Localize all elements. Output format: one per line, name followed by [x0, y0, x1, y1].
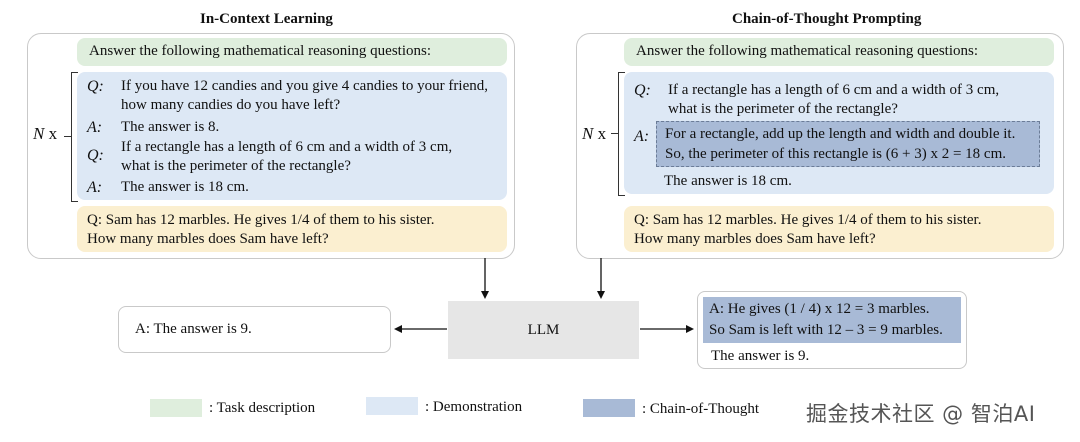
cot-output-chain: A: He gives (1 / 4) x 12 = 3 marbles. So… — [703, 297, 961, 343]
q-label: Q: — [634, 82, 651, 99]
icl-repeat-label: N x — [33, 124, 57, 144]
legend-task-swatch — [150, 399, 202, 417]
icl-demo-a1-text: The answer is 8. — [121, 119, 220, 135]
cot-brace — [618, 72, 625, 196]
llm-label: LLM — [527, 321, 560, 338]
legend-task-label: : Task description — [209, 400, 316, 416]
q-label: Q: — [87, 147, 104, 164]
cot-output-chain-line2: So Sam is left with 12 – 3 = 9 marbles. — [709, 322, 943, 338]
icl-demo-a2: A: The answer is 18 cm. — [77, 178, 507, 197]
cot-demo-chain-of-thought: For a rectangle, add up the length and w… — [656, 121, 1040, 167]
icl-task-description: Answer the following mathematical reason… — [77, 38, 507, 66]
legend-cot-label: : Chain-of-Thought — [642, 401, 760, 417]
n-symbol: N — [582, 124, 594, 143]
cot-title: Chain-of-Thought Prompting — [732, 11, 922, 27]
icl-output-box: A: The answer is 9. — [118, 306, 391, 353]
cot-chain-line1: For a rectangle, add up the length and w… — [665, 126, 1016, 142]
cot-output-final: The answer is 9. — [711, 348, 810, 364]
a-label: A: — [634, 128, 650, 145]
icl-demo-q1-line1: If you have 12 candies and you give 4 ca… — [121, 78, 488, 94]
icl-demonstration-box: Q: If you have 12 candies and you give 4… — [77, 72, 507, 200]
cot-demo-q-line2: what is the perimeter of the rectangle? — [668, 101, 898, 117]
icl-demo-q1-line2: how many candies do you have left? — [121, 97, 341, 113]
icl-title: In-Context Learning — [200, 11, 333, 27]
llm-block: LLM — [448, 301, 639, 359]
cot-repeat-label: N x — [582, 124, 606, 144]
cot-output-chain-line1: A: He gives (1 / 4) x 12 = 3 marbles. — [709, 301, 930, 317]
cot-demonstration-box: Q: If a rectangle has a length of 6 cm a… — [624, 72, 1054, 194]
q-label: Q: — [87, 78, 104, 95]
cot-query-line1: Q: Sam has 12 marbles. He gives 1/4 of t… — [634, 212, 982, 228]
legend-demo-swatch — [366, 397, 418, 415]
icl-brace — [71, 72, 78, 202]
legend-cot-swatch — [583, 399, 635, 417]
icl-demo-a1: A: The answer is 8. — [77, 118, 507, 137]
cot-demo-question: Q: If a rectangle has a length of 6 cm a… — [624, 81, 1054, 119]
a-label: A: — [87, 179, 103, 196]
icl-demo-q2-line1: If a rectangle has a length of 6 cm and … — [121, 139, 453, 155]
x-symbol: x — [597, 124, 607, 143]
icl-query-line1: Q: Sam has 12 marbles. He gives 1/4 of t… — [87, 212, 435, 228]
cot-demo-answer: The answer is 18 cm. — [664, 173, 792, 189]
icl-demo-q2-line2: what is the perimeter of the rectangle? — [121, 158, 351, 174]
icl-brace-tick — [64, 136, 71, 138]
icl-demo-q1: Q: If you have 12 candies and you give 4… — [77, 77, 507, 115]
watermark: 掘金技术社区 @ 智泊AI — [806, 402, 1036, 426]
a-label: A: — [87, 119, 103, 136]
x-symbol: x — [48, 124, 58, 143]
icl-demo-q2: Q: If a rectangle has a length of 6 cm a… — [77, 138, 507, 176]
legend-demo-label: : Demonstration — [425, 399, 523, 415]
cot-task-description: Answer the following mathematical reason… — [624, 38, 1054, 66]
cot-output-box: A: He gives (1 / 4) x 12 = 3 marbles. So… — [697, 291, 967, 369]
icl-output-text: A: The answer is 9. — [135, 321, 252, 337]
cot-brace-tick — [611, 133, 618, 135]
cot-query-box: Q: Sam has 12 marbles. He gives 1/4 of t… — [624, 206, 1054, 252]
cot-demo-q-line1: If a rectangle has a length of 6 cm and … — [668, 82, 1000, 98]
cot-query-line2: How many marbles does Sam have left? — [634, 231, 876, 247]
icl-demo-a2-text: The answer is 18 cm. — [121, 179, 249, 195]
n-symbol: N — [33, 124, 45, 143]
icl-query-box: Q: Sam has 12 marbles. He gives 1/4 of t… — [77, 206, 507, 252]
cot-chain-line2: So, the perimeter of this rectangle is (… — [665, 146, 1007, 162]
icl-query-line2: How many marbles does Sam have left? — [87, 231, 329, 247]
